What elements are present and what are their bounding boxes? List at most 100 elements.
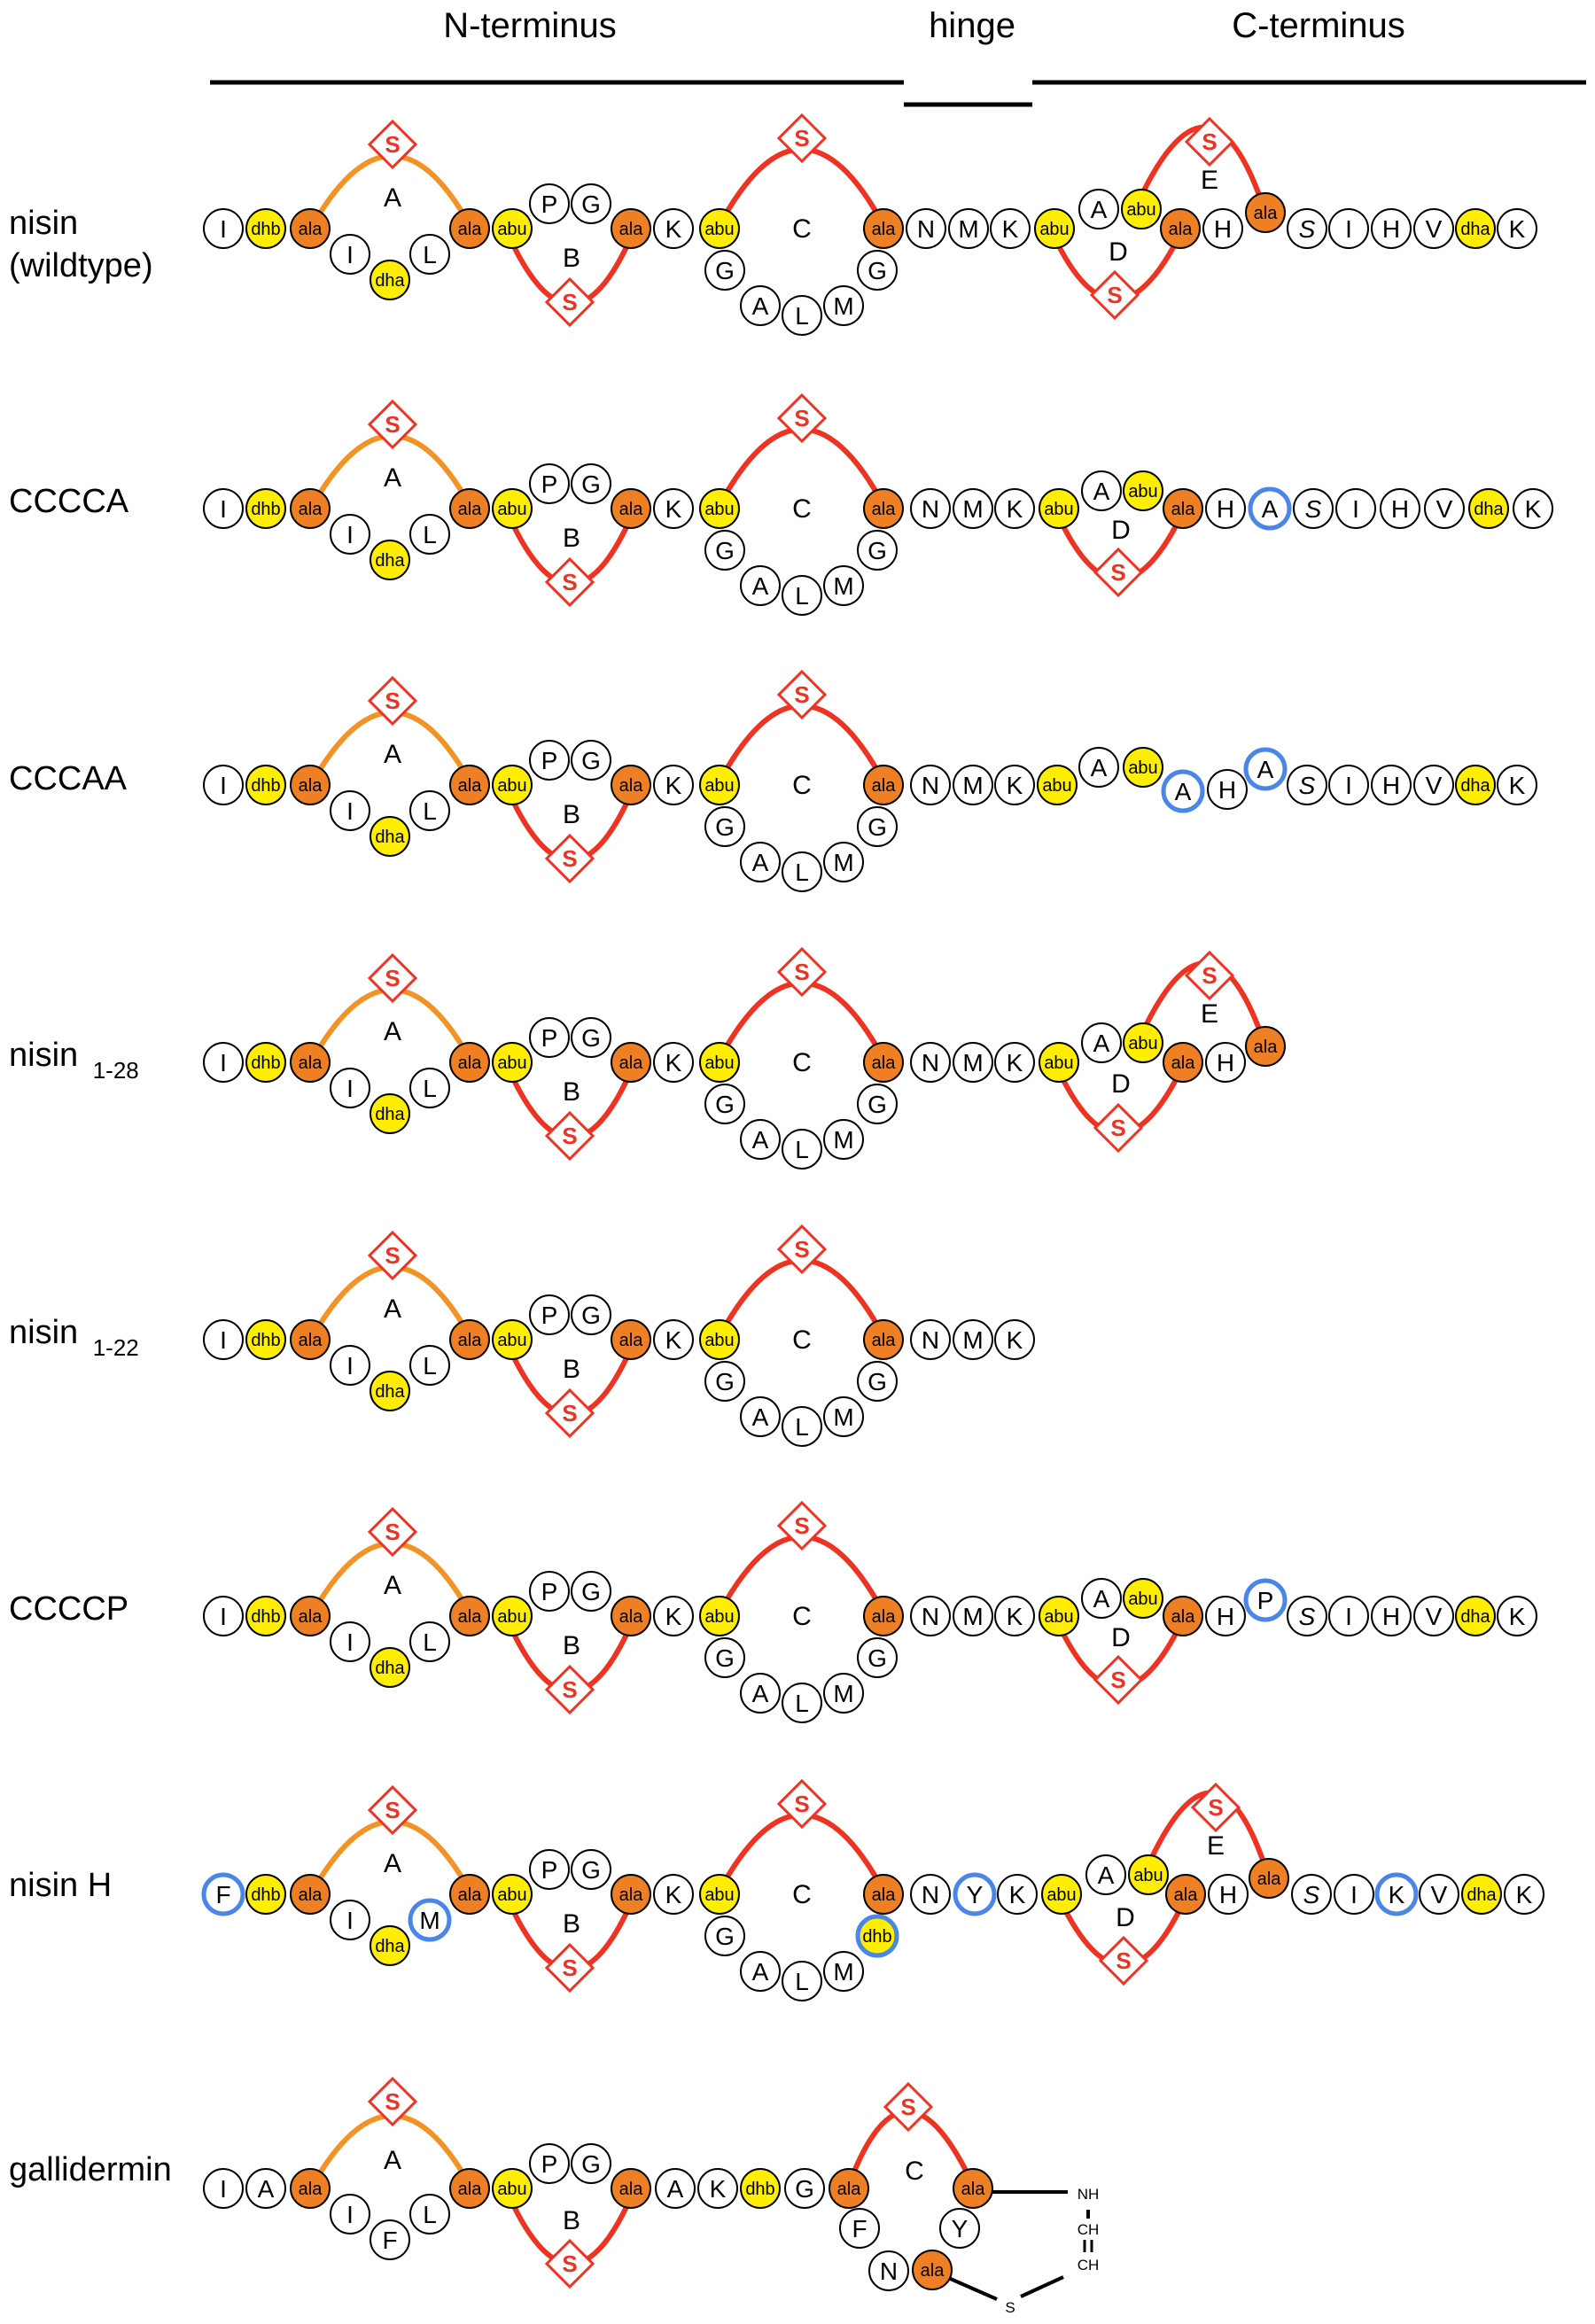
residue-circle [1034,208,1075,249]
sulfur-label: S [794,681,809,708]
residue-P: P [529,740,570,781]
ring-label: B [563,800,580,829]
residue-label: ala [1257,1869,1282,1889]
residue-dhb: dhb [245,1596,286,1636]
residue-H: H [1207,769,1248,810]
residue-G: G [704,1361,745,1402]
residue-label: dhb [862,1927,891,1947]
residue-circle [990,208,1031,249]
residue-circle [740,2168,781,2209]
residue-L: L [782,851,822,892]
residue-K: K [653,1319,694,1360]
residue-label: L [795,1413,809,1441]
ring-label: E [1207,1831,1225,1861]
residue-label: G [715,813,735,841]
residue-circle [857,530,898,571]
residue-label: P [541,1578,558,1605]
residue-Y: Y [953,1872,997,1916]
residue-circle [1461,1874,1502,1915]
residue-dha: dha [370,816,410,857]
residue-G: G [857,1361,898,1402]
row-label-sub: 1-22 [92,1334,139,1361]
residue-ala: ala [863,488,904,529]
residue-circle [910,1042,951,1083]
residue-circle [409,1068,450,1108]
residue-circle [611,2168,651,2209]
residue-label: I [1352,495,1359,523]
residue-circle [699,765,740,805]
residue-L: L [782,575,822,616]
sulfur-label: S [562,2250,577,2277]
residue-circle [1163,1042,1203,1083]
residue-A: A [1081,1022,1122,1063]
residue-label: dhb [251,776,280,796]
residue-circle [1041,1874,1082,1915]
residue-M: M [823,842,864,882]
residue-M: M [823,1673,864,1714]
residue-label: ala [837,2180,862,2199]
residue-A: A [740,1119,781,1160]
ring-label: B [563,1909,580,1939]
residue-label: ala [299,1053,323,1073]
residue-circle [492,765,533,805]
ring-label: B [563,1077,580,1107]
residue-label: abu [497,500,526,519]
residue-circle [863,1042,904,1083]
residue-I: I [1328,1596,1369,1636]
residue-label: M [833,1958,853,1986]
residue-circle [571,1849,611,1890]
sulfur-label: S [385,131,400,158]
residue-label: dha [1460,1607,1490,1627]
residue-label: dha [375,551,405,571]
residue-label: ala [619,1053,644,1073]
residue-circle [857,250,898,291]
row-label-ccccp: CCCCP [9,1590,129,1628]
residue-circle [782,851,822,892]
residue-label: A [258,2175,275,2203]
residue-abu: abu [1121,189,1162,229]
residue-label: ala [458,1607,483,1627]
residue-circle [1374,1872,1419,1916]
residue-circle [1037,765,1078,805]
residue-circle [857,1361,898,1402]
residue-M: M [823,1396,864,1437]
bridge-ch: CH [1078,2257,1100,2273]
residue-label: ala [1169,220,1194,239]
residue-label: K [710,2175,727,2203]
residue-label: K [1389,1881,1405,1908]
residue-ala: ala [290,765,331,805]
sulfur-diamond [367,399,418,450]
sulfur-bridge: S [1093,547,1144,598]
sulfur-bridge: S [367,119,418,170]
ring-label: C [905,2157,924,2186]
residue-circle [245,2168,286,2209]
residue-label: H [1218,776,1236,804]
residue-label: K [1007,1326,1023,1354]
ring-label: D [1111,1069,1131,1099]
residue-circle [1455,1596,1496,1636]
sulfur-diamond [776,113,828,164]
residue-label: abu [497,1607,526,1627]
residue-S: S [1291,1874,1332,1915]
residue-circle [245,1042,286,1083]
residue-I: I [1334,1874,1374,1915]
residue-circle [1039,1042,1079,1083]
residue-circle [330,514,370,555]
residue-label: M [833,572,853,600]
residue-label: P [1257,1587,1274,1614]
sulfur-bridge: S [776,946,828,998]
residue-ala: ala [863,1319,904,1360]
ring-label: E [1201,166,1218,195]
residue-P: P [529,2143,570,2184]
residue-I: I [330,1621,370,1662]
residue-abu: abu [1039,488,1079,529]
residue-P: P [529,1849,570,1890]
residue-circle [1497,208,1537,249]
residue-label: G [715,1923,735,1950]
residue-label: K [665,495,682,523]
residue-V: V [1419,1874,1459,1915]
residue-label: I [346,1628,354,1656]
residue-label: abu [1126,200,1155,220]
residue-label: I [220,2175,227,2203]
residue-H: H [1371,765,1412,805]
